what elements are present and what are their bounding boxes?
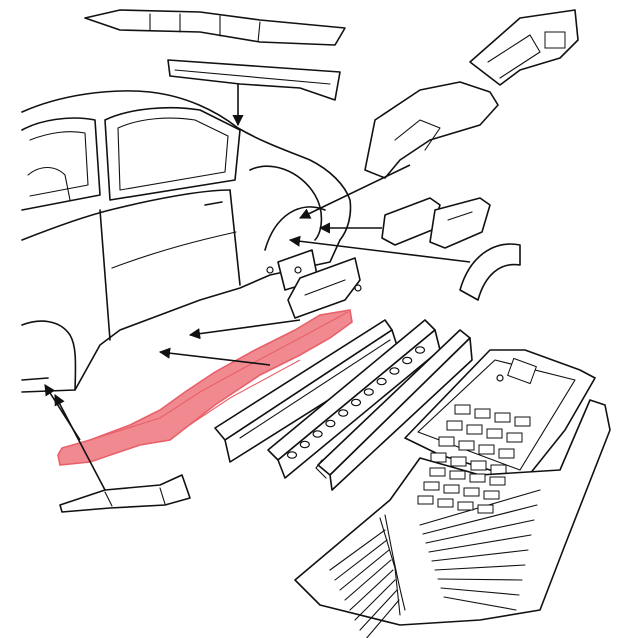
floor-channel <box>365 599 400 638</box>
floor-rib <box>489 476 506 486</box>
floor-channel <box>334 539 388 581</box>
fender-panel-right <box>429 197 491 249</box>
floor-channel <box>354 579 396 621</box>
roof-rail <box>167 59 341 101</box>
perforation-hole <box>312 430 323 438</box>
floor-rib <box>477 504 494 514</box>
floor-rib <box>417 495 434 505</box>
longitudinal-member <box>57 309 353 466</box>
floor-rib <box>490 464 507 475</box>
floor-channel <box>329 529 386 571</box>
arrow-cross <box>54 394 106 491</box>
floor-rib <box>430 452 447 463</box>
rocker-channel <box>315 329 473 491</box>
perforation-hole <box>286 451 298 459</box>
perforation-hole <box>376 377 387 386</box>
floor-channel <box>428 534 532 553</box>
floor-channel <box>422 504 538 535</box>
floor-rib <box>443 484 460 494</box>
arrow-sill <box>158 347 271 366</box>
floor-rib <box>458 440 475 451</box>
perforation-hole <box>402 356 413 365</box>
floor-rib <box>457 501 474 511</box>
perforation-hole <box>389 367 400 375</box>
floor-channel <box>443 596 517 611</box>
floor-pan-lower <box>294 399 611 638</box>
arrow-arch <box>288 235 471 263</box>
floor-rib <box>466 424 483 435</box>
rear-quarter-panel <box>364 81 499 179</box>
arrow-quarter <box>298 164 411 219</box>
floor-rib <box>449 470 466 480</box>
floor-rib <box>463 487 480 497</box>
front-cross-member <box>59 474 191 513</box>
floor-channel <box>434 564 526 571</box>
floor-channel <box>339 549 390 591</box>
perforated-member <box>267 319 441 479</box>
floor-rib <box>450 456 467 467</box>
perforation-hole <box>338 409 349 417</box>
floor-channel <box>344 559 392 601</box>
car-body <box>21 90 352 393</box>
rear-upper-panel <box>469 9 579 86</box>
floor-rib <box>423 481 440 491</box>
rear-arch-piece <box>459 243 521 301</box>
floor-rib <box>478 444 495 455</box>
floor-channel <box>349 569 394 611</box>
floor-rib <box>469 473 486 483</box>
roof-panel <box>84 9 346 46</box>
perforation-hole <box>299 440 310 449</box>
perforation-hole <box>414 346 426 354</box>
floor-rib <box>446 420 463 431</box>
floor-rib <box>494 412 511 423</box>
perforation-hole <box>325 419 336 428</box>
floor-channel <box>437 578 523 581</box>
sill-end-panel <box>287 257 362 319</box>
floor-channel <box>431 549 529 562</box>
floor-rib <box>454 404 471 415</box>
floor-rib <box>506 432 523 443</box>
floor-rib <box>438 436 455 447</box>
floor-rib <box>470 460 487 471</box>
inner-sill <box>214 319 401 463</box>
floor-rib <box>483 490 500 500</box>
floor-rib <box>486 428 503 439</box>
floor-rib <box>437 498 454 508</box>
floor-channel <box>425 519 535 544</box>
perforation-hole <box>363 388 374 396</box>
arrow-member <box>188 319 301 340</box>
floor-rib <box>498 448 515 459</box>
floor-channel <box>359 589 398 631</box>
floor-rib <box>474 408 491 419</box>
floor-pan-upper <box>404 349 596 481</box>
perforation-hole <box>350 398 362 407</box>
floor-rib <box>429 467 446 477</box>
floor-channel <box>440 587 520 596</box>
floor-rib <box>514 416 531 427</box>
